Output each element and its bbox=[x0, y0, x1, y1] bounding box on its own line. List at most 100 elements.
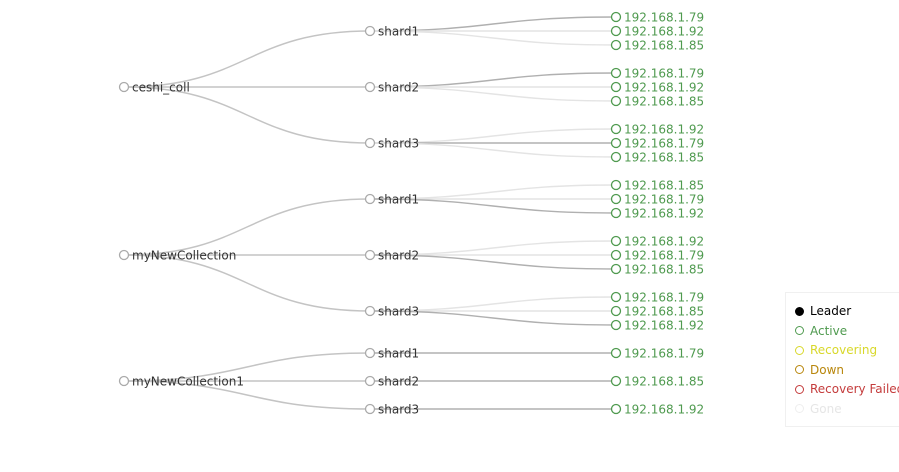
shard-label: shard1 bbox=[378, 193, 419, 207]
replica-ip-label: 192.168.1.85 bbox=[624, 151, 704, 165]
replica-active-circle[interactable] bbox=[610, 193, 622, 205]
replica-leader-circle[interactable] bbox=[610, 67, 622, 79]
replica-node[interactable]: 192.168.1.85 bbox=[610, 179, 705, 193]
shard-node-circle[interactable] bbox=[364, 249, 376, 261]
replica-node[interactable]: 192.168.1.79 bbox=[610, 193, 705, 207]
shard-node[interactable]: shard3 bbox=[364, 403, 420, 417]
replica-node[interactable]: 192.168.1.92 bbox=[610, 319, 705, 333]
link-shard-replica bbox=[369, 254, 617, 270]
legend-item-gone: Gone bbox=[795, 401, 842, 417]
replica-leader-circle[interactable] bbox=[610, 347, 622, 359]
replica-active-circle[interactable] bbox=[610, 151, 622, 163]
replica-node[interactable]: 192.168.1.85 bbox=[610, 39, 705, 53]
replica-leader-circle[interactable] bbox=[610, 207, 622, 219]
replica-node[interactable]: 192.168.1.79 bbox=[610, 347, 705, 361]
collection-node-circle[interactable] bbox=[118, 375, 130, 387]
replica-active-circle[interactable] bbox=[610, 25, 622, 37]
replica-node[interactable]: 192.168.1.79 bbox=[610, 249, 705, 263]
legend-item-active: Active bbox=[795, 323, 847, 339]
replica-leader-circle[interactable] bbox=[610, 319, 622, 331]
shard-node[interactable]: shard3 bbox=[364, 137, 420, 151]
collection-node-circle[interactable] bbox=[118, 249, 130, 261]
replica-node[interactable]: 192.168.1.85 bbox=[610, 151, 705, 165]
shard-node-circle[interactable] bbox=[364, 25, 376, 37]
replica-ip-label: 192.168.1.79 bbox=[624, 137, 704, 151]
legend-marker-recovering-icon bbox=[795, 345, 804, 355]
legend-marker-active-icon bbox=[795, 326, 804, 335]
replica-ip-label: 192.168.1.92 bbox=[624, 25, 704, 39]
shard-node-circle[interactable] bbox=[364, 305, 376, 317]
replica-active-circle[interactable] bbox=[610, 123, 622, 135]
shard-node[interactable]: shard1 bbox=[364, 347, 420, 361]
shard-node[interactable]: shard1 bbox=[364, 25, 420, 39]
shard-node-circle[interactable] bbox=[364, 375, 376, 387]
replica-active-circle[interactable] bbox=[610, 179, 622, 191]
replica-node[interactable]: 192.168.1.92 bbox=[610, 235, 705, 249]
replica-ip-label: 192.168.1.85 bbox=[624, 305, 704, 319]
replica-active-circle[interactable] bbox=[610, 81, 622, 93]
replica-active-circle[interactable] bbox=[610, 249, 622, 261]
collection-label: myNewCollection1 bbox=[132, 375, 244, 389]
legend-label: Recovery Failed bbox=[810, 382, 899, 396]
shard-node[interactable]: shard2 bbox=[364, 249, 420, 263]
shard-node-circle[interactable] bbox=[364, 193, 376, 205]
collection-node-circle[interactable] bbox=[118, 81, 130, 93]
replica-ip-label: 192.168.1.79 bbox=[624, 193, 704, 207]
replica-leader-circle[interactable] bbox=[610, 11, 622, 23]
replica-leader-circle[interactable] bbox=[610, 137, 622, 149]
replica-node[interactable]: 192.168.1.92 bbox=[610, 207, 705, 221]
replica-active-circle[interactable] bbox=[610, 291, 622, 303]
shard-node-circle[interactable] bbox=[364, 403, 376, 415]
shard-label: shard2 bbox=[378, 81, 419, 95]
replica-node[interactable]: 192.168.1.92 bbox=[610, 81, 705, 95]
replica-node[interactable]: 192.168.1.79 bbox=[610, 291, 705, 305]
shard-node-circle[interactable] bbox=[364, 347, 376, 359]
replica-active-circle[interactable] bbox=[610, 95, 622, 107]
replica-node[interactable]: 192.168.1.85 bbox=[610, 375, 705, 389]
shard-label: shard3 bbox=[378, 403, 419, 417]
collection-node[interactable]: ceshi_coll bbox=[118, 81, 190, 95]
shard-label: shard3 bbox=[378, 137, 419, 151]
legend-label: Down bbox=[810, 362, 845, 377]
legend-label: Active bbox=[810, 323, 848, 338]
shard-node[interactable]: shard3 bbox=[364, 305, 420, 319]
collection-node[interactable]: myNewCollection bbox=[118, 249, 237, 263]
replica-leader-circle[interactable] bbox=[610, 375, 622, 387]
legend-item-recovering: Recovering bbox=[795, 342, 877, 358]
replica-node[interactable]: 192.168.1.79 bbox=[610, 67, 705, 81]
collection-node[interactable]: myNewCollection1 bbox=[118, 375, 244, 389]
legend-marker-leader-icon bbox=[795, 306, 804, 316]
replica-node[interactable]: 192.168.1.92 bbox=[610, 25, 705, 39]
replica-node[interactable]: 192.168.1.79 bbox=[610, 11, 705, 25]
link-shard-replica bbox=[369, 86, 617, 102]
shard-label: shard3 bbox=[378, 305, 419, 319]
replica-leader-circle[interactable] bbox=[610, 263, 622, 275]
shard-node-circle[interactable] bbox=[364, 137, 376, 149]
replica-active-circle[interactable] bbox=[610, 305, 622, 317]
shard-node[interactable]: shard2 bbox=[364, 375, 420, 389]
legend-marker-gone-icon bbox=[795, 404, 804, 413]
replica-ip-label: 192.168.1.92 bbox=[624, 123, 704, 137]
replica-node[interactable]: 192.168.1.79 bbox=[610, 137, 705, 151]
replica-ip-label: 192.168.1.92 bbox=[624, 235, 704, 249]
replica-node[interactable]: 192.168.1.85 bbox=[610, 95, 705, 109]
legend-marker-down-icon bbox=[795, 365, 804, 374]
replica-node[interactable]: 192.168.1.85 bbox=[610, 263, 705, 277]
shard-node[interactable]: shard2 bbox=[364, 81, 420, 95]
link-collection-shard bbox=[123, 86, 371, 144]
replica-active-circle[interactable] bbox=[610, 235, 622, 247]
replica-node[interactable]: 192.168.1.92 bbox=[610, 123, 705, 137]
replica-ip-label: 192.168.1.92 bbox=[624, 403, 704, 417]
link-shard-replica bbox=[369, 198, 617, 214]
link-collection-shard bbox=[123, 198, 371, 256]
shard-node-circle[interactable] bbox=[364, 81, 376, 93]
replica-node[interactable]: 192.168.1.92 bbox=[610, 403, 705, 417]
replica-active-circle[interactable] bbox=[610, 39, 622, 51]
shard-node[interactable]: shard1 bbox=[364, 193, 420, 207]
shard-label: shard1 bbox=[378, 347, 419, 361]
replica-node[interactable]: 192.168.1.85 bbox=[610, 305, 705, 319]
replica-ip-label: 192.168.1.79 bbox=[624, 67, 704, 81]
replica-leader-circle[interactable] bbox=[610, 403, 622, 415]
